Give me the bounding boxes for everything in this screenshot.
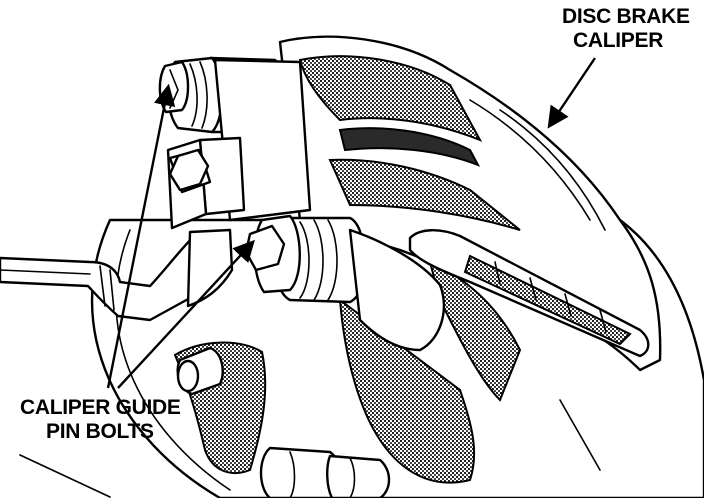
caliper-arrow [547, 57, 596, 129]
caliper-window [408, 229, 650, 358]
label-caliper-guide: CALIPER GUIDE [20, 396, 181, 419]
label-caliper: CALIPER [573, 29, 663, 52]
knuckle-bolt [176, 346, 224, 396]
lower-guide-pin-bolt [244, 214, 367, 304]
callout-disc-brake-caliper: DISC BRAKE CALIPER [547, 5, 690, 129]
ground-line [19, 454, 111, 498]
label-pin-bolts: PIN BOLTS [46, 420, 154, 443]
rotor-edge-line [559, 399, 601, 471]
banjo-bolt [168, 148, 212, 194]
bottom-bolts [259, 446, 391, 498]
caliper-lower-body [348, 228, 446, 352]
lower-pin-arrow [117, 239, 255, 389]
upper-pin-arrow [106, 83, 176, 389]
label-disc-brake: DISC BRAKE [562, 5, 690, 28]
callout-guide-pin-bolts: CALIPER GUIDE PIN BOLTS [20, 83, 255, 443]
brake-hose [0, 228, 234, 322]
